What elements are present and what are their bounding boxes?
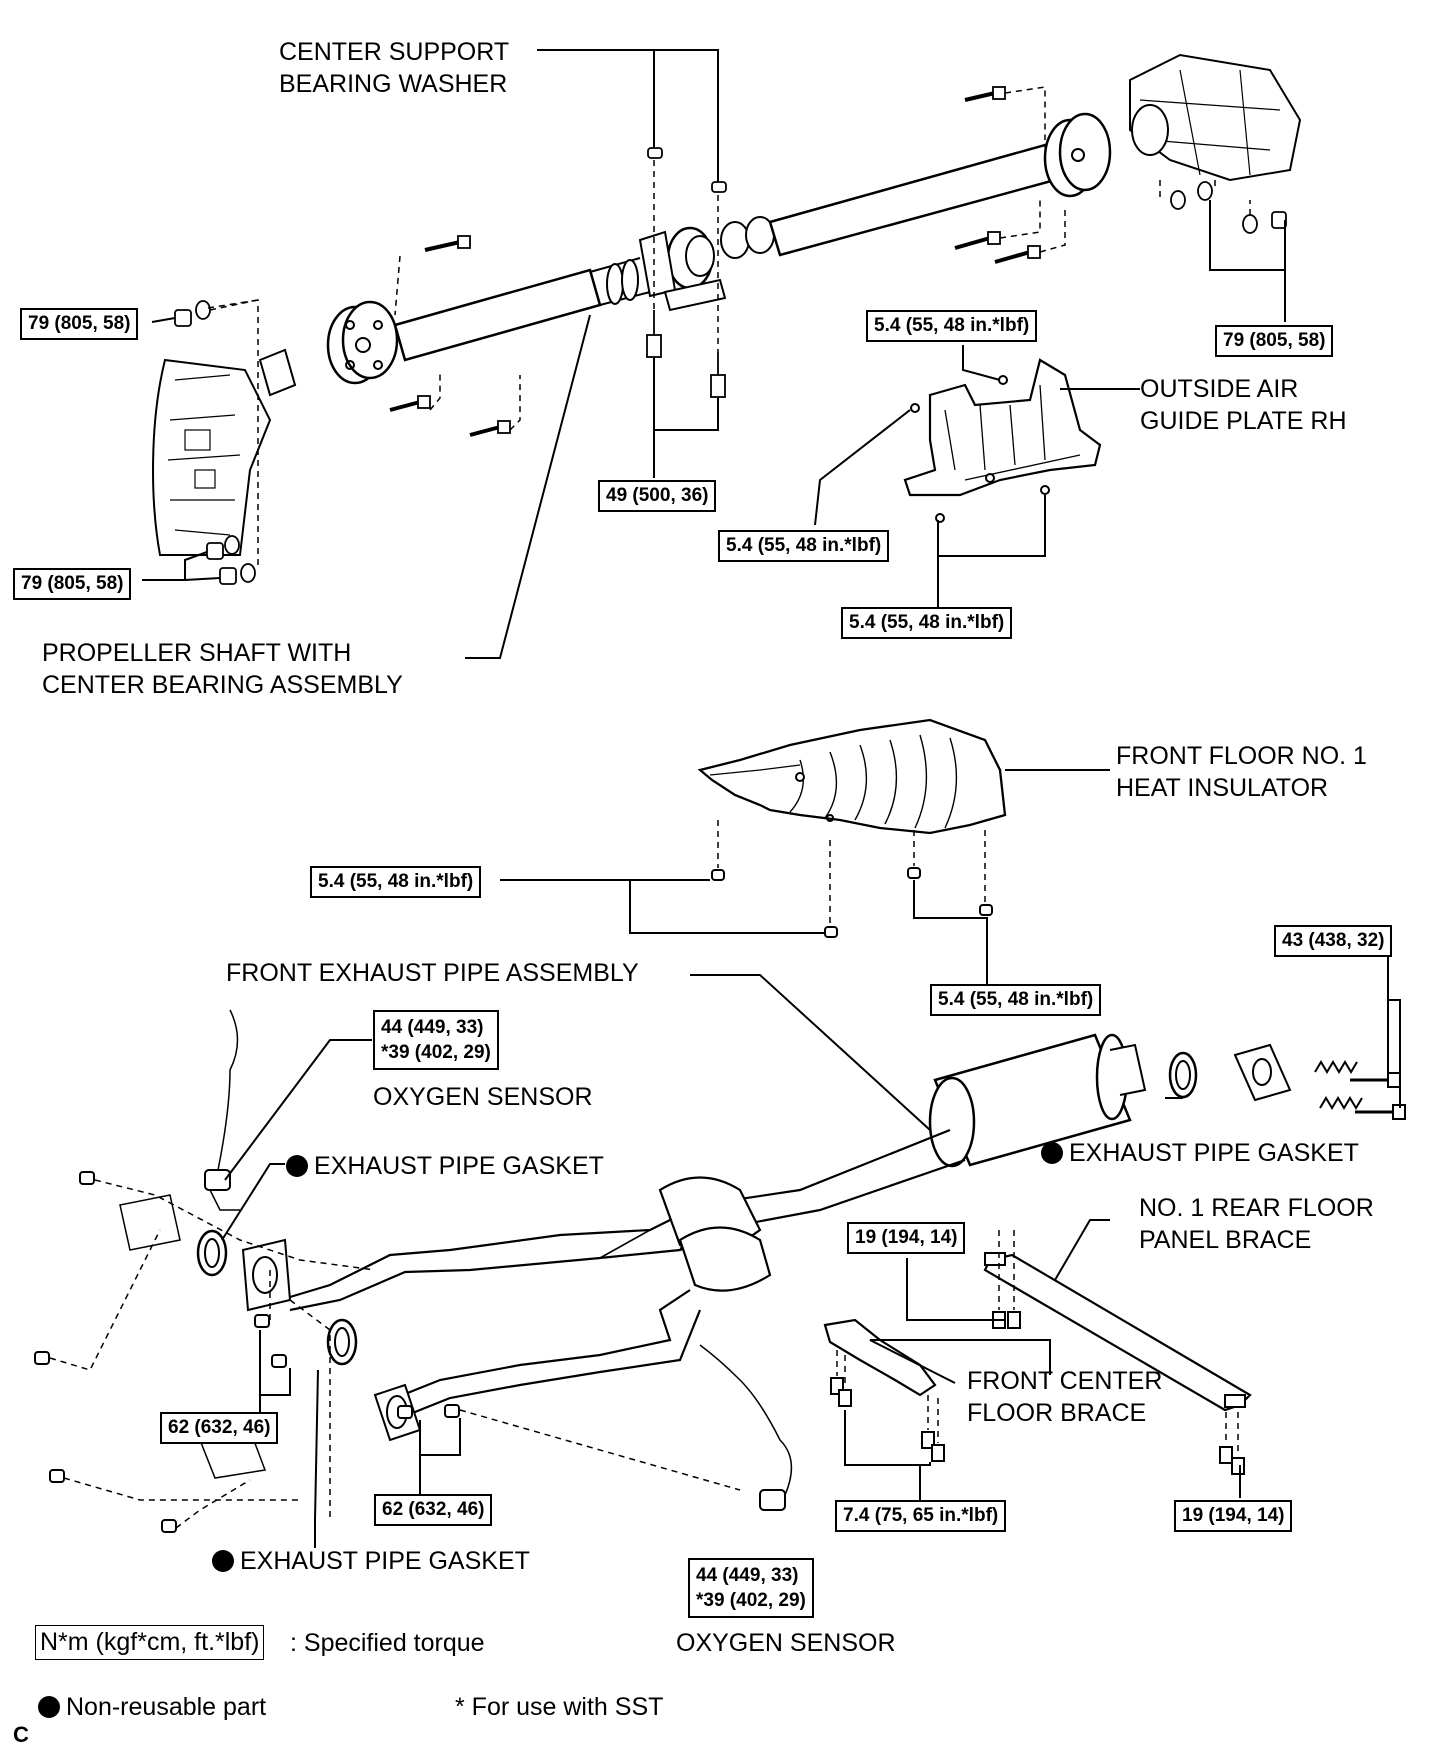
label-line: OUTSIDE AIR [1140, 375, 1299, 403]
torque-19-bottom: 19 (194, 14) [1174, 1500, 1293, 1532]
insulator-dashed-guides [717, 820, 986, 925]
label-line: HEAT INSULATOR [1116, 774, 1329, 802]
torque-line: *39 (402, 29) [381, 1042, 491, 1063]
torque-79-left-bottom: 79 (805, 58) [13, 568, 132, 600]
legend-text: Non-reusable part [66, 1693, 267, 1721]
torque-79-left-top: 79 (805, 58) [20, 308, 139, 340]
torque-62-right: 62 (632, 46) [374, 1494, 493, 1526]
propeller-dashed-guides [207, 86, 1251, 565]
torque-5-4-insulator-left: 5.4 (55, 48 in.*lbf) [310, 866, 482, 898]
torque-62-left: 62 (632, 46) [160, 1412, 279, 1444]
torque-line: 44 (449, 33) [696, 1565, 799, 1586]
legend-non-reusable: Non-reusable part [38, 1693, 266, 1722]
non-reusable-dot-icon [212, 1550, 234, 1572]
label-exhaust-pipe-gasket-left: EXHAUST PIPE GASKET [286, 1150, 604, 1182]
propeller-shaft-drawing [152, 53, 1302, 556]
label-line: FRONT CENTER [967, 1367, 1163, 1395]
label-text: EXHAUST PIPE GASKET [1069, 1139, 1359, 1167]
label-line: BEARING WASHER [279, 70, 508, 98]
heat-insulator-drawing [697, 718, 1007, 938]
label-line: CENTER SUPPORT [279, 38, 510, 66]
torque-5-4-plate-bottom: 5.4 (55, 48 in.*lbf) [841, 607, 1013, 639]
torque-line: 44 (449, 33) [381, 1017, 484, 1038]
torque-43: 43 (438, 32) [1274, 925, 1393, 957]
label-line: CENTER BEARING ASSEMBLY [42, 671, 403, 699]
label-front-center-floor-brace: FRONT CENTER FLOOR BRACE [967, 1365, 1162, 1429]
label-line: PROPELLER SHAFT WITH [42, 639, 352, 667]
legend-specified-torque: : Specified torque [290, 1629, 485, 1657]
torque-44-lower: 44 (449, 33) *39 (402, 29) [688, 1558, 814, 1618]
torque-line: *39 (402, 29) [696, 1590, 806, 1611]
label-outside-air-guide-plate-rh: OUTSIDE AIR GUIDE PLATE RH [1140, 373, 1347, 437]
non-reusable-dot-icon [1041, 1142, 1063, 1164]
torque-7-4: 7.4 (75, 65 in.*lbf) [835, 1500, 1007, 1532]
label-text: EXHAUST PIPE GASKET [240, 1547, 530, 1575]
label-text: EXHAUST PIPE GASKET [314, 1152, 604, 1180]
propeller-fasteners [174, 86, 1287, 585]
label-line: FLOOR BRACE [967, 1399, 1147, 1427]
legend-sst-note: * For use with SST [455, 1693, 664, 1721]
label-propeller-shaft: PROPELLER SHAFT WITH CENTER BEARING ASSE… [42, 637, 403, 701]
leader-lines [142, 49, 1401, 1548]
torque-5-4-plate-left: 5.4 (55, 48 in.*lbf) [718, 530, 890, 562]
torque-5-4-plate-top: 5.4 (55, 48 in.*lbf) [866, 310, 1038, 342]
label-oxygen-sensor-lower: OXYGEN SENSOR [676, 1629, 896, 1657]
exhaust-drawing [34, 1009, 1406, 1533]
corner-mark: C [13, 1722, 29, 1747]
label-front-floor-heat-insulator: FRONT FLOOR NO. 1 HEAT INSULATOR [1116, 740, 1367, 804]
torque-79-right: 79 (805, 58) [1215, 325, 1334, 357]
torque-19-top: 19 (194, 14) [847, 1222, 966, 1254]
label-line: FRONT FLOOR NO. 1 [1116, 742, 1367, 770]
braces-drawing [823, 1252, 1252, 1475]
legend-torque-units: N*m (kgf*cm, ft.*lbf) [35, 1625, 265, 1660]
label-line: PANEL BRACE [1139, 1226, 1312, 1254]
label-exhaust-pipe-gasket-right: EXHAUST PIPE GASKET [1041, 1137, 1359, 1169]
label-line: NO. 1 REAR FLOOR [1139, 1194, 1374, 1222]
torque-49: 49 (500, 36) [598, 480, 717, 512]
label-exhaust-pipe-gasket-bottom: EXHAUST PIPE GASKET [212, 1545, 530, 1577]
torque-44-upper: 44 (449, 33) *39 (402, 29) [373, 1010, 499, 1070]
non-reusable-dot-icon [38, 1696, 60, 1718]
label-oxygen-sensor-upper: OXYGEN SENSOR [373, 1083, 593, 1111]
non-reusable-dot-icon [286, 1155, 308, 1177]
label-front-exhaust-pipe-assembly: FRONT EXHAUST PIPE ASSEMBLY [226, 959, 639, 987]
air-guide-plate-drawing [903, 358, 1102, 523]
exhaust-dashed-guides [49, 1179, 741, 1529]
label-center-support-bearing-washer: CENTER SUPPORT BEARING WASHER [279, 36, 509, 100]
label-no1-rear-floor-panel-brace: NO. 1 REAR FLOOR PANEL BRACE [1139, 1192, 1374, 1256]
brace-dashed-guides [836, 1230, 1239, 1456]
torque-5-4-insulator-right: 5.4 (55, 48 in.*lbf) [930, 984, 1102, 1016]
label-line: GUIDE PLATE RH [1140, 407, 1347, 435]
